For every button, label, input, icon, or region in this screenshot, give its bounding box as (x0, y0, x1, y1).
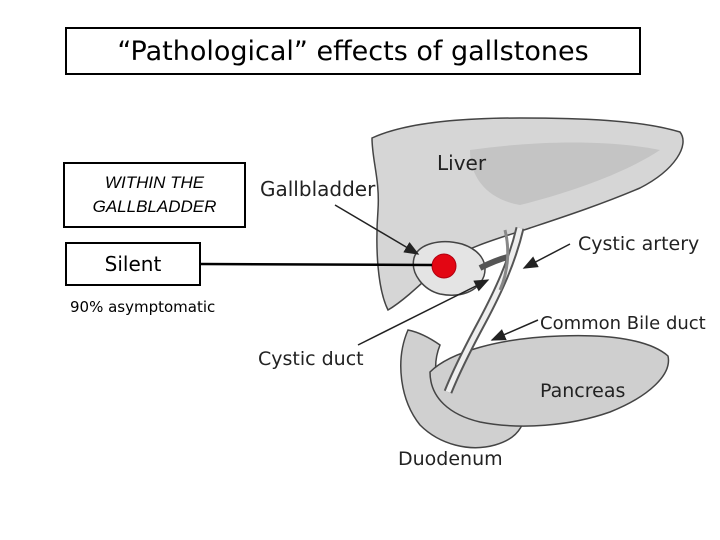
cystic-artery-arrow (522, 243, 571, 269)
common-bile-duct-lumen (445, 227, 523, 393)
pancreas-shape (429, 334, 670, 427)
cystic-duct-arrow (357, 279, 490, 346)
silent-connector-line (200, 262, 433, 267)
gallstone-marker (431, 253, 457, 279)
gallbladder-label: Gallbladder (260, 177, 376, 201)
common-bile-duct-arrow (490, 319, 539, 341)
pancreas-label: Pancreas (540, 380, 625, 402)
cystic-artery-shape (498, 229, 510, 291)
effect-box: Silent (65, 242, 201, 286)
page-title: “Pathological” effects of gallstones (117, 35, 589, 67)
effect-label: Silent (104, 252, 162, 276)
effect-note: 90% asymptomatic (70, 298, 216, 316)
location-label: WITHIN THE GALLBLADDER (92, 173, 217, 216)
liver-shading (470, 142, 660, 205)
cystic-artery-label: Cystic artery (578, 233, 699, 255)
location-box: WITHIN THE GALLBLADDER (63, 162, 246, 228)
gallbladder-arrow (334, 204, 420, 255)
duodenum-label: Duodenum (398, 448, 503, 470)
title-box: “Pathological” effects of gallstones (65, 27, 641, 75)
common-bile-duct-label: Common Bile duct (540, 313, 706, 334)
liver-label: Liver (437, 151, 487, 175)
cystic-duct-label: Cystic duct (258, 348, 364, 370)
